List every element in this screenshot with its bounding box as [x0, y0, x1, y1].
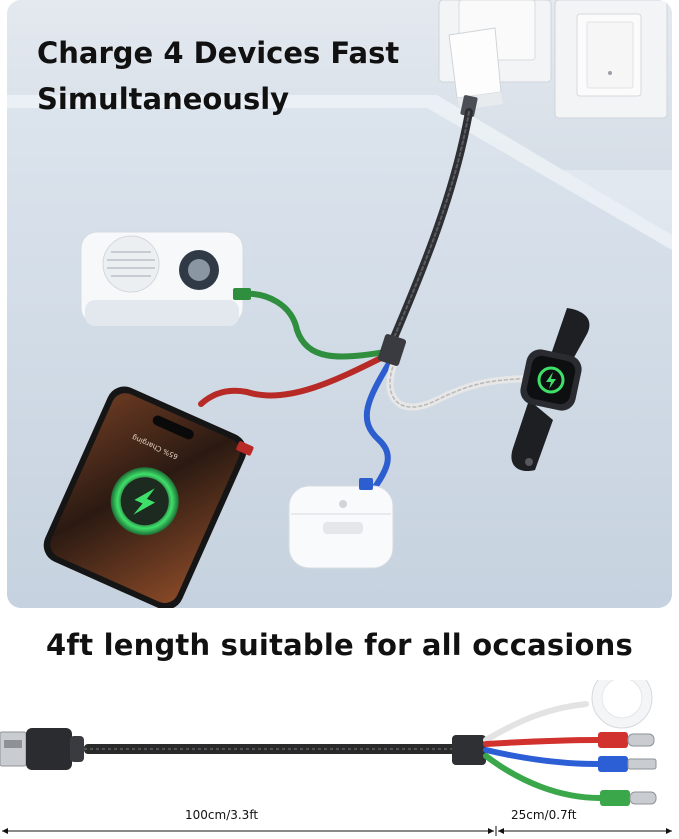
product-scene: 65% Charging Charge — [7, 0, 672, 608]
speaker-icon — [80, 231, 251, 326]
charging-bolt-icon — [110, 467, 179, 536]
smartwatch-icon — [511, 308, 590, 472]
lightning-connector-icon — [598, 756, 657, 772]
split-cables — [483, 701, 603, 801]
splitter-hub — [377, 334, 407, 366]
dimension-line — [2, 826, 672, 836]
length-subheading: 4ft length suitable for all occasions — [46, 628, 633, 662]
splitter-body — [452, 735, 486, 765]
usb-a-connector-icon — [0, 728, 84, 770]
headline: Charge 4 Devices Fast Simultaneously — [37, 30, 457, 122]
watch-charger-puck-icon — [591, 680, 653, 729]
cable-diagram — [0, 680, 657, 806]
cable-bundle — [198, 108, 541, 493]
usb-c-connector-icon — [600, 790, 657, 806]
headline-line-1: Charge 4 Devices Fast — [37, 36, 400, 70]
light-switch-icon — [554, 0, 668, 119]
split-cable-length: 25cm/0.7ft — [511, 808, 577, 822]
charger-icon — [448, 27, 503, 117]
phone-icon: 65% Charging — [43, 386, 254, 608]
usb-c-connector-icon — [598, 732, 655, 748]
earbuds-case-icon — [288, 478, 394, 569]
main-cable-length: 100cm/3.3ft — [185, 808, 259, 822]
headline-line-2: Simultaneously — [37, 82, 290, 116]
scene-illustration: 65% Charging — [7, 0, 672, 608]
